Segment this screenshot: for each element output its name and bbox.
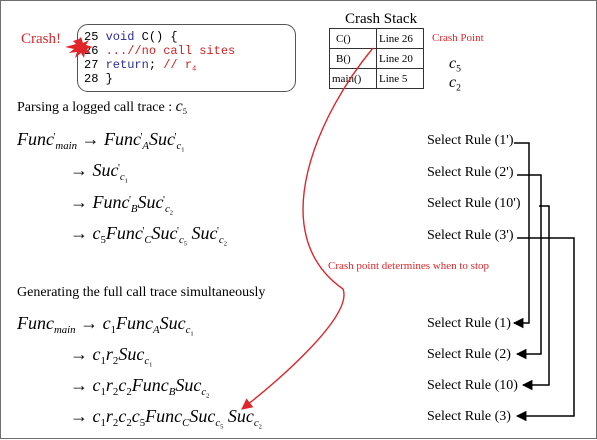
stack-row: main() Line 5 [329,68,424,89]
crash-burst-icon [65,37,93,58]
code-snippet-box: 25 void C() { 26 ...//no call sites 27 r… [77,24,296,92]
connector-rule-3 [515,237,575,422]
crash-stack-title: Crash Stack [345,11,418,27]
stack-line: Line 5 [376,68,424,89]
stack-func: main() [329,68,377,89]
stack-row: B() Line 20 [329,48,424,69]
crash-stop-curve [241,47,374,410]
parse-derivation-3: → Func'BSuc'c2 [70,192,173,217]
code-line-25: 25 void C() { [84,30,178,44]
stack-line: Line 20 [376,48,424,69]
gen-derivation-2: → c1r2Succ1 [70,344,153,369]
crash-point-label: Crash Point [432,32,484,44]
crash-note: Crash point determines when to stop [328,260,490,272]
gen-derivation-3: → c1r2c2FuncBSucc2 [70,375,210,400]
parse-heading: Parsing a logged call trace : c5 [17,98,187,117]
connector-rule-2 [515,174,542,360]
connector-rule-10 [521,205,550,391]
code-line-28: 28 } [84,72,113,86]
parse-derivation-1: Func'main → Func'ASuc'c1 [17,129,185,154]
rule-gen-4: Select Rule (3) [427,409,511,424]
rule-parse-3: Select Rule (10') [427,196,521,211]
crash-label: Crash! [21,31,61,47]
rule-parse-2: Select Rule (2') [427,165,514,180]
generate-heading: Generating the full call trace simultane… [17,285,266,300]
parse-derivation-4: → c5Func'CSuc'c5 Suc'c2 [70,223,227,248]
crash-stack-table: C() Line 26 B() Line 20 main() Line 5 [329,28,424,89]
rule-parse-1: Select Rule (1') [427,133,514,148]
site-label-c2: c2 [449,74,461,94]
rule-parse-4: Select Rule (3') [427,228,514,243]
rule-gen-3: Select Rule (10) [427,378,518,393]
rule-gen-2: Select Rule (2) [427,347,511,362]
code-line-27: 27 return; // r4 [84,58,197,74]
rule-gen-1: Select Rule (1) [427,316,511,331]
gen-derivation-4: → c1r2c2c5FuncCSucc5 Succ2 [70,406,262,431]
connector-rule-1 [512,142,530,329]
site-label-c5: c5 [449,55,461,75]
gen-derivation-1: Funcmain → c1FuncASucc1 [17,313,194,338]
parse-derivation-2: → Suc'c1 [70,160,128,185]
